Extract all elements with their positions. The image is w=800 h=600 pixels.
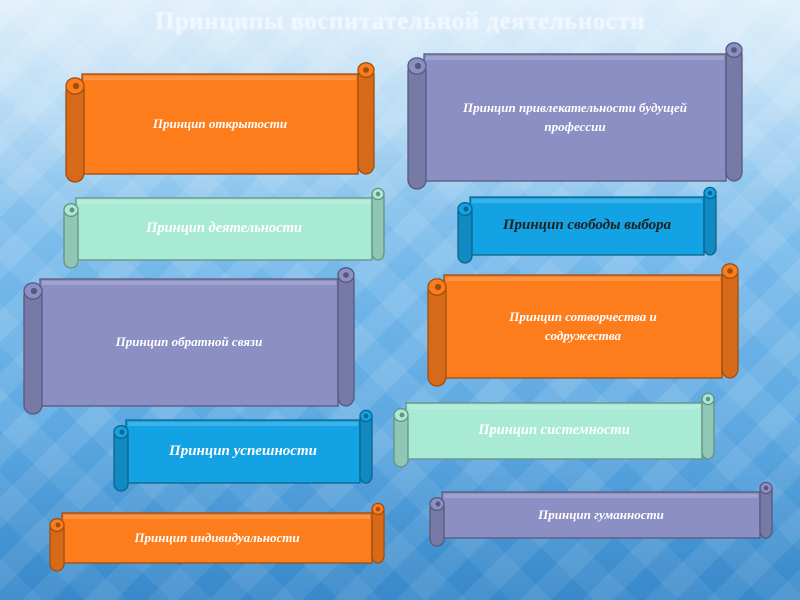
scroll-shape (427, 263, 739, 387)
scroll-freedom-of-choice: Принцип свободы выбора (456, 185, 718, 273)
scroll-left-curl-hole (119, 429, 125, 435)
scroll-left-curl-hole (30, 287, 38, 295)
scroll-left-roll (427, 282, 447, 387)
scroll-right-curl-hole (363, 413, 369, 419)
scroll-shape (49, 502, 385, 572)
scroll-body (81, 73, 359, 175)
scroll-body (441, 491, 761, 539)
page-title: Принципы воспитательной деятельности (154, 8, 646, 35)
scroll-label: Принцип индивидуальности (134, 529, 300, 545)
scroll-right-curl-hole (375, 191, 381, 197)
scroll-humanity: Принцип гуманности (428, 480, 774, 556)
scroll-left-curl-hole (55, 522, 61, 528)
scroll-left-curl-hole (434, 283, 442, 291)
scroll-right-curl-hole (343, 272, 349, 278)
scroll-label: Принцип системности (478, 422, 630, 439)
scroll-label: Принцип открытости (152, 115, 288, 131)
scroll-label: Принцип привлекательности будущей профес… (463, 99, 687, 134)
scroll-highlight (472, 199, 702, 203)
scroll-profession-attractiveness: Принцип привлекательности будущей профес… (406, 42, 744, 199)
scroll-left-curl-hole (463, 206, 469, 212)
scroll-openness: Принцип открытости (64, 62, 376, 192)
scroll-highlight (446, 277, 720, 281)
scroll-right-curl-hole (763, 485, 769, 491)
scroll-co-creation: Принцип сотворчества и содружества (426, 263, 740, 396)
scroll-label: Принцип сотворчества и содружества (509, 308, 657, 343)
scroll-right-curl-hole (363, 67, 369, 73)
scroll-left-roll (407, 61, 427, 190)
scroll-body (125, 419, 361, 484)
scroll-right-roll (725, 45, 743, 182)
scroll-label: Принцип гуманности (538, 506, 664, 522)
scroll-success: Принцип успешности (112, 408, 374, 501)
scroll-label: Принцип обратной связи (115, 334, 263, 350)
scroll-right-roll (359, 411, 373, 484)
scroll-left-curl-hole (414, 62, 422, 70)
scroll-shape (407, 42, 743, 190)
scroll-label: Принцип деятельности (146, 220, 302, 237)
scroll-shape (113, 409, 373, 492)
scroll-shape (65, 62, 375, 183)
scroll-shape (23, 267, 355, 415)
scroll-highlight (444, 494, 758, 498)
scroll-right-curl-hole (727, 268, 733, 274)
scroll-left-curl-hole (72, 82, 80, 90)
scroll-individuality: Принцип индивидуальности (48, 501, 386, 581)
scroll-right-curl-hole (705, 396, 711, 402)
scroll-label: Принцип свободы выбора (502, 217, 672, 234)
scroll-right-roll (357, 65, 375, 175)
scroll-highlight (64, 515, 370, 519)
scroll-right-curl-hole (731, 47, 737, 53)
scroll-label: Принцип успешности (169, 442, 317, 459)
scroll-highlight (78, 200, 370, 204)
scroll-shape (63, 187, 385, 269)
scroll-body (39, 278, 339, 407)
scroll-left-curl-hole (69, 207, 75, 213)
scroll-activity: Принцип деятельности (62, 186, 386, 278)
scroll-left-roll (23, 286, 43, 415)
scroll-shape (429, 481, 773, 547)
scroll-highlight (84, 76, 356, 80)
scroll-left-roll (65, 81, 85, 183)
scroll-systematic: Принцип системности (392, 391, 716, 477)
scroll-right-curl-hole (375, 506, 381, 512)
scroll-left-curl-hole (435, 501, 441, 507)
scroll-highlight (128, 422, 358, 426)
scroll-feedback: Принцип обратной связи (22, 267, 356, 424)
scroll-right-roll (371, 189, 385, 261)
scroll-highlight (42, 281, 336, 285)
scroll-shape (393, 392, 715, 468)
scroll-right-curl-hole (707, 190, 713, 196)
scroll-right-roll (337, 270, 355, 407)
scroll-shape (457, 186, 717, 264)
scroll-highlight (408, 405, 700, 409)
scroll-left-curl-hole (399, 412, 405, 418)
scroll-right-roll (721, 266, 739, 379)
scroll-highlight (426, 56, 724, 60)
